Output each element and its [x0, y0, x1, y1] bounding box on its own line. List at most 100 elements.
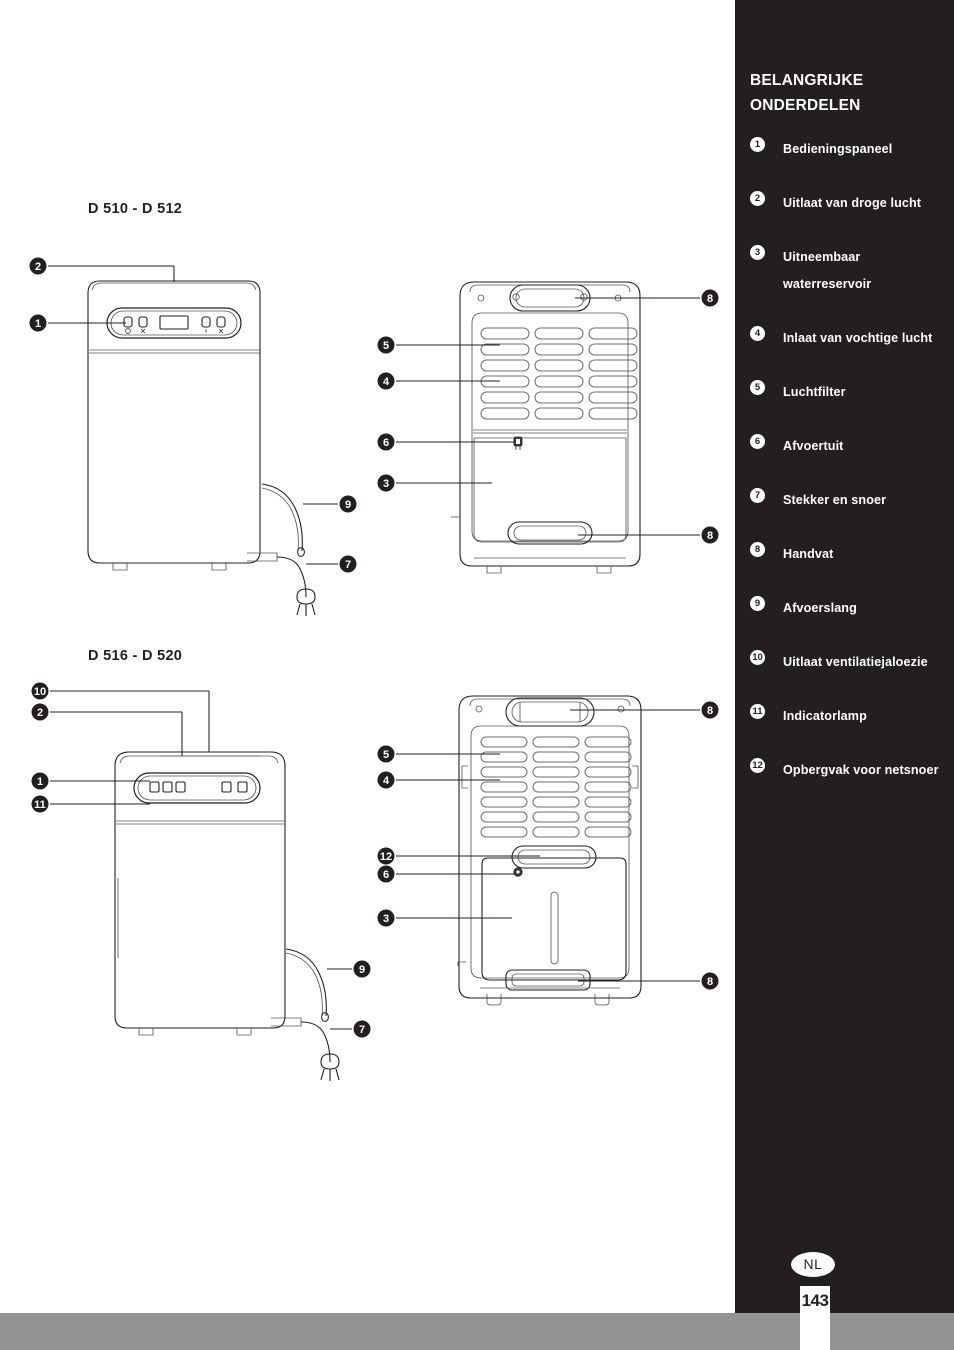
- part-label: Opbergvak voor netsnoer: [783, 763, 939, 777]
- callout-8-bottom: 8: [701, 972, 719, 990]
- callout-5: 5: [377, 336, 395, 354]
- callout-2: 2: [29, 257, 47, 275]
- part-label: Inlaat van vochtige lucht: [783, 331, 933, 345]
- svg-text:7: 7: [345, 559, 351, 571]
- callout-9: 9: [339, 495, 357, 513]
- part-label: Uitneembaar waterreservoir: [783, 250, 872, 291]
- parts-list: 1 Bedieningspaneel 2 Uitlaat van droge luch…: [750, 136, 950, 811]
- part-label: Uitlaat van droge lucht: [783, 196, 922, 210]
- part-number-badge: 1: [750, 137, 765, 152]
- part-number-badge: 3: [750, 245, 765, 260]
- part-item-11: 11 Indicatorlamp: [750, 703, 950, 730]
- part-item-6: 6 Afvoertuit: [750, 433, 950, 460]
- part-number-badge: 6: [750, 434, 765, 449]
- callout-11: 11: [31, 795, 49, 813]
- part-label: Luchtfilter: [783, 385, 846, 399]
- figure-d510: 2 1 9 7 8 5 4 6: [0, 240, 735, 616]
- drain-spout-icon: [513, 436, 523, 450]
- part-label: Bedieningspaneel: [783, 142, 893, 156]
- part-label: Uitlaat ventilatiejaloezie: [783, 655, 928, 669]
- callout-5: 5: [377, 745, 395, 763]
- part-item-1: 1 Bedieningspaneel: [750, 136, 950, 163]
- d510-rear-view: [451, 281, 641, 574]
- callout-4: 4: [377, 372, 395, 390]
- part-item-8: 8 Handvat: [750, 541, 950, 568]
- sidebar-title-line1: BELANGRIJKE: [750, 72, 864, 89]
- language-badge: NL: [791, 1252, 835, 1277]
- part-number-badge: 10: [750, 650, 765, 665]
- svg-text:8: 8: [707, 293, 713, 305]
- callouts-d510: 2 1 9 7 8 5 4 6: [29, 257, 719, 573]
- svg-text:1: 1: [35, 318, 41, 330]
- svg-text:8: 8: [707, 530, 713, 542]
- sidebar-title: BELANGRIJKE ONDERDELEN: [750, 68, 940, 118]
- air-filter-grille: [480, 327, 638, 420]
- svg-text:6: 6: [383, 437, 389, 449]
- svg-text:8: 8: [707, 976, 713, 988]
- part-label: Afvoerslang: [783, 601, 857, 615]
- svg-text:2: 2: [37, 707, 43, 719]
- svg-text:4: 4: [383, 376, 390, 388]
- parts-sidebar: BELANGRIJKE ONDERDELEN 1 Bedieningspaneel…: [735, 0, 954, 1313]
- svg-text:5: 5: [383, 340, 389, 352]
- power-plug-icon: [296, 588, 316, 616]
- part-number-badge: 12: [750, 758, 765, 773]
- part-label: Handvat: [783, 547, 834, 561]
- callouts-d516: 10 2 1 11 9 7 8: [31, 682, 719, 1038]
- part-number-badge: 7: [750, 488, 765, 503]
- part-number-badge: 5: [750, 380, 765, 395]
- callout-7: 7: [353, 1020, 371, 1038]
- d516-front-view: [114, 751, 340, 1081]
- part-label: Afvoertuit: [783, 439, 844, 453]
- part-number-badge: 4: [750, 326, 765, 341]
- figure-title-d510: D 510 - D 512: [88, 201, 183, 217]
- callout-2: 2: [31, 703, 49, 721]
- svg-text:7: 7: [359, 1024, 365, 1036]
- part-label: Indicatorlamp: [783, 709, 867, 723]
- callout-8-top: 8: [701, 289, 719, 307]
- d510-front-view: [87, 280, 316, 616]
- svg-text:5: 5: [383, 749, 389, 761]
- callout-1: 1: [29, 314, 47, 332]
- svg-text:2: 2: [35, 261, 41, 273]
- callout-3: 3: [377, 474, 395, 492]
- callout-8-bottom: 8: [701, 526, 719, 544]
- part-item-10: 10 Uitlaat ventilatiejaloezie: [750, 649, 950, 676]
- callout-6: 6: [377, 865, 395, 883]
- svg-text:3: 3: [383, 913, 389, 925]
- d516-rear-view: [457, 695, 642, 1006]
- figure-d516: 10 2 1 11 9 7 8: [0, 678, 735, 1081]
- part-item-3: 3 Uitneembaar waterreservoir: [750, 244, 950, 298]
- part-item-4: 4 Inlaat van vochtige lucht: [750, 325, 950, 352]
- bottom-band: [0, 1313, 954, 1350]
- part-item-12: 12 Opbergvak voor netsnoer: [750, 757, 950, 784]
- part-item-7: 7 Stekker en snoer: [750, 487, 950, 514]
- svg-text:8: 8: [707, 705, 713, 717]
- part-number-badge: 11: [750, 704, 765, 719]
- callout-4: 4: [377, 771, 395, 789]
- callout-12: 12: [377, 847, 395, 865]
- svg-text:9: 9: [359, 964, 365, 976]
- callout-1: 1: [31, 772, 49, 790]
- figure-title-d516: D 516 - D 520: [88, 648, 183, 664]
- callout-10: 10: [31, 682, 49, 700]
- air-filter-grille: [480, 736, 632, 838]
- svg-text:9: 9: [345, 499, 351, 511]
- svg-text:4: 4: [383, 775, 390, 787]
- part-label: Stekker en snoer: [783, 493, 887, 507]
- power-plug-icon: [320, 1053, 340, 1081]
- page-number-tab: 143: [800, 1286, 830, 1350]
- page-number: 143: [801, 1291, 829, 1310]
- part-number-badge: 2: [750, 191, 765, 206]
- svg-text:1: 1: [37, 776, 43, 788]
- sidebar-title-line2: ONDERDELEN: [750, 97, 861, 114]
- part-number-badge: 8: [750, 542, 765, 557]
- callout-9: 9: [353, 960, 371, 978]
- svg-text:11: 11: [34, 799, 46, 811]
- svg-text:3: 3: [383, 478, 389, 490]
- callout-6: 6: [377, 433, 395, 451]
- callout-7: 7: [339, 555, 357, 573]
- part-item-2: 2 Uitlaat van droge lucht: [750, 190, 950, 217]
